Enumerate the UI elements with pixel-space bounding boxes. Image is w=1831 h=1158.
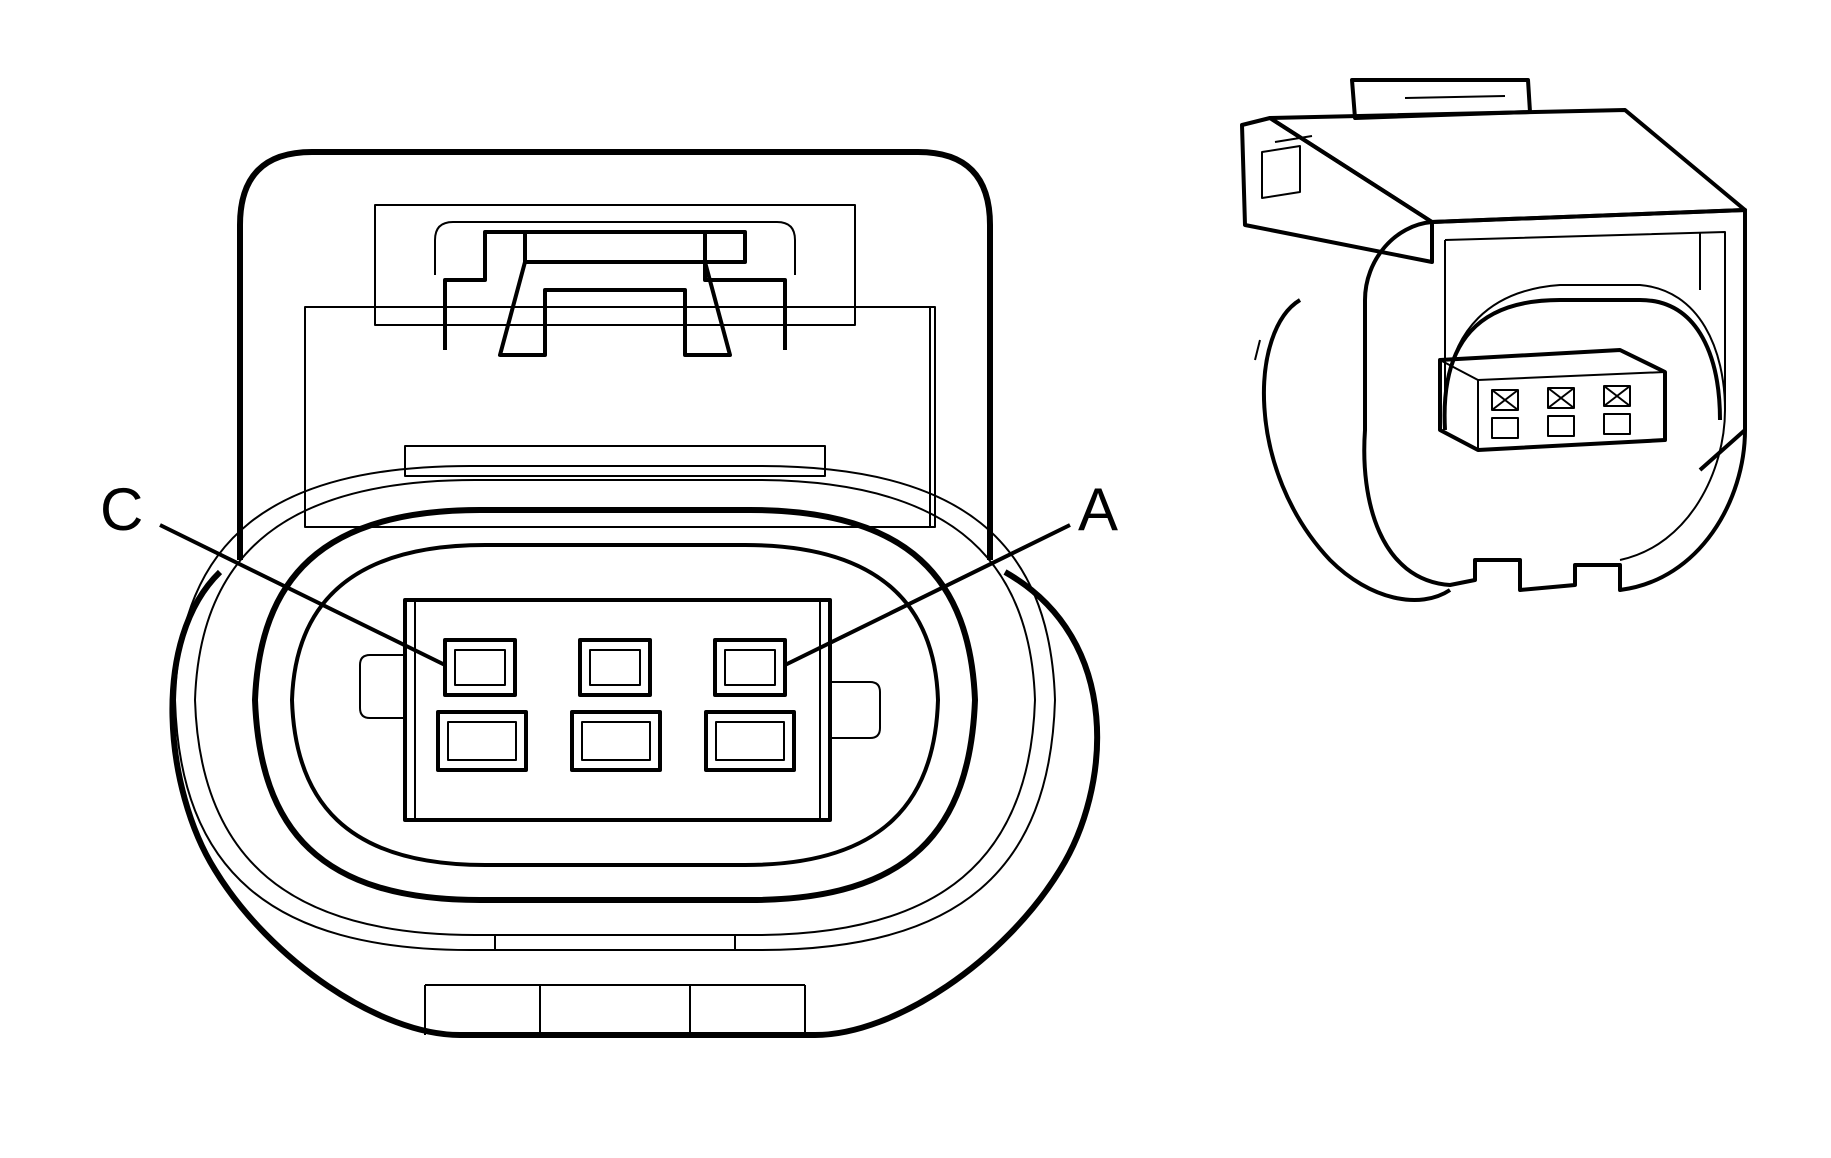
terminal-block [359,598,881,822]
housing-oval-outer [169,569,1101,1038]
seal-rings [174,465,1056,951]
cavity-b [578,638,652,697]
cavity-a [713,638,787,697]
leader-line-a [784,523,1071,667]
cavity-c [443,638,517,697]
cavity-top-row [443,638,787,697]
connector-isometric-view [1240,78,1747,602]
bottom-tabs [424,984,806,1035]
ledge [404,445,826,477]
label-terminal-a: A [1078,476,1118,543]
iso-cavities [1491,385,1631,439]
housing-outline [237,149,993,560]
connector-face-view: C A [100,149,1118,1038]
leader-line-c [159,523,446,667]
cavity-bottom-row [436,710,796,772]
latch [304,204,936,528]
label-terminal-c: C [100,476,143,543]
